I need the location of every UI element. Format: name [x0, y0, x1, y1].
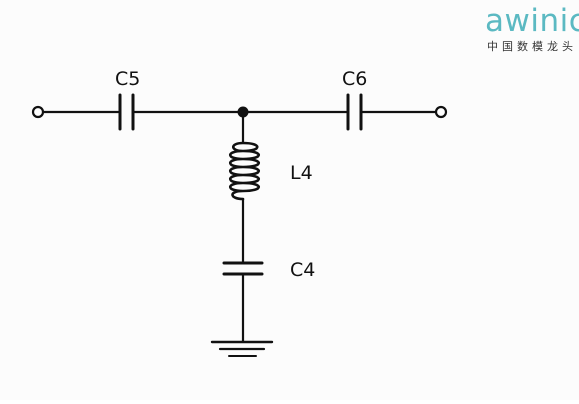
label-c6: C6: [342, 68, 367, 90]
capacitor-c6: [346, 93, 363, 131]
label-l4: L4: [290, 162, 313, 184]
inductor-l4: [228, 141, 261, 201]
output-terminal: [434, 105, 448, 119]
capacitor-c5: [118, 93, 135, 131]
ground-symbol: [210, 340, 274, 357]
logo-tagline: 中国数模龙头: [487, 40, 577, 53]
label-c5: C5: [115, 68, 140, 90]
awinic-logo: awinic: [485, 3, 579, 39]
junction-node: [237, 106, 249, 118]
capacitor-c4: [222, 261, 264, 276]
input-terminal: [31, 105, 45, 119]
label-c4: C4: [290, 259, 315, 281]
